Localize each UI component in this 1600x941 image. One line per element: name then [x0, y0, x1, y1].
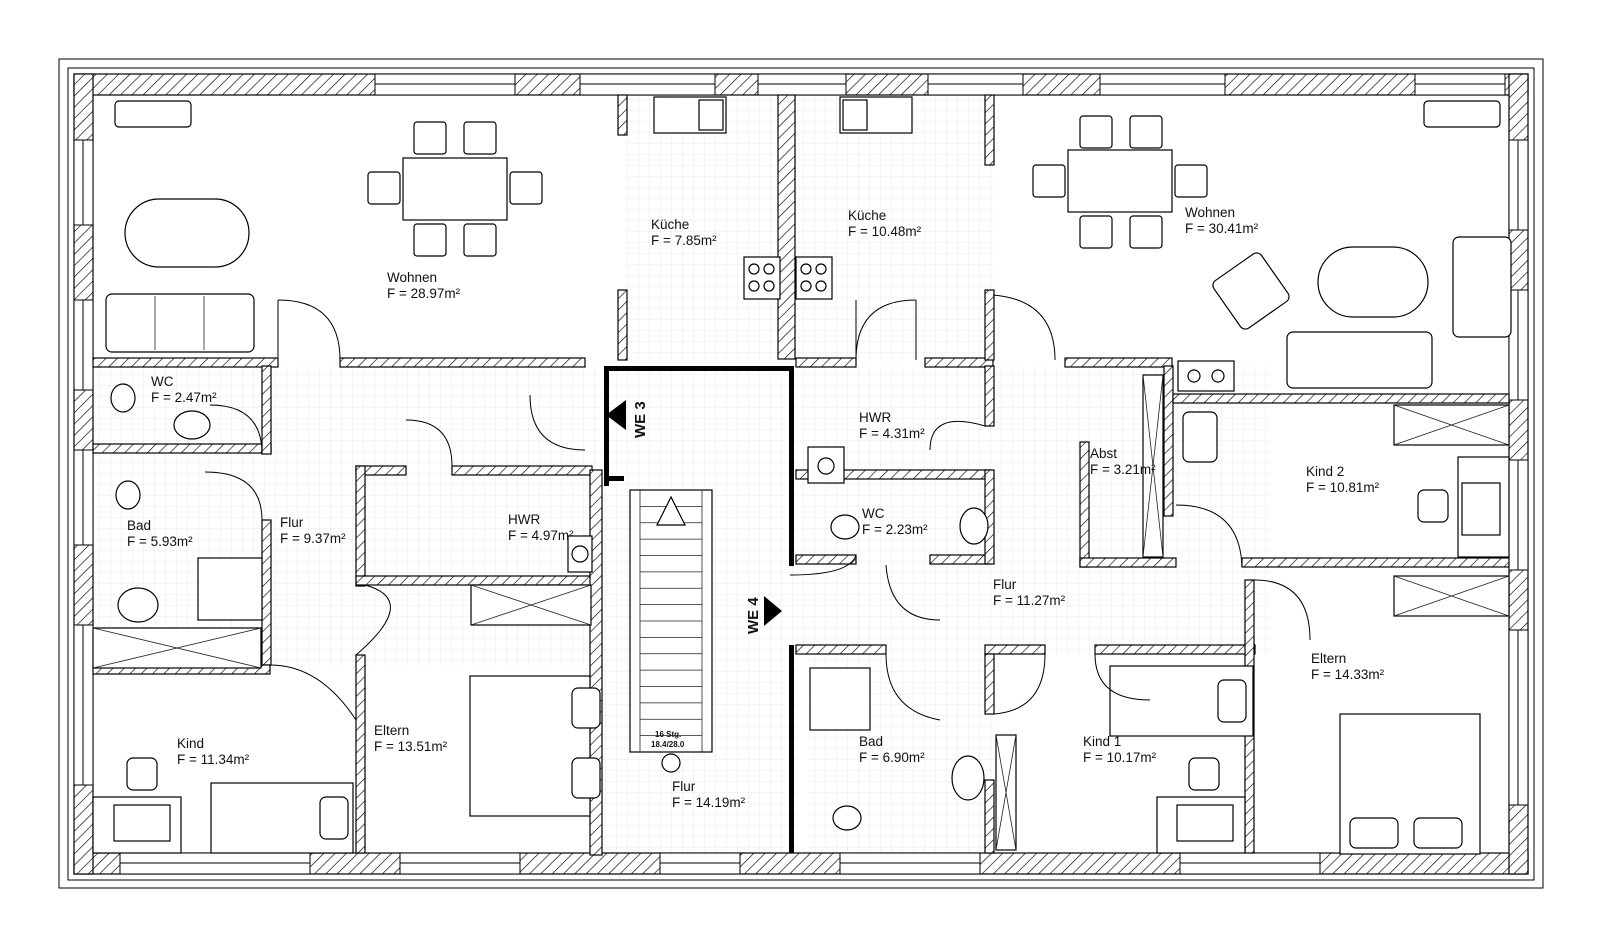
- staircase: 16 Stg. 18.4/28.0: [629, 489, 713, 773]
- room-name-eltern-left: Eltern: [374, 723, 409, 738]
- doors: [204, 294, 1311, 721]
- room-area-kueche-left: F = 7.85m²: [651, 233, 717, 248]
- room-name-kind-left: Kind: [177, 736, 204, 751]
- sink-wc-right: [959, 507, 989, 545]
- toilet-wc-right: [830, 514, 860, 540]
- stove-right: [795, 256, 833, 300]
- sink-bad-left: [117, 587, 159, 623]
- room-area-hwr-left: F = 4.97m²: [508, 528, 574, 543]
- room-area-bad-left: F = 5.93m²: [127, 534, 193, 549]
- room-area-kind-left: F = 11.34m²: [177, 752, 250, 767]
- armchair-right: [1212, 252, 1290, 330]
- sink-bad-right: [951, 755, 985, 801]
- chair-kind-left: [126, 757, 158, 791]
- building-outline: [67, 67, 1535, 881]
- tiled-floors: [93, 95, 1270, 856]
- stair-steps-label: 16 Stg.: [655, 730, 681, 739]
- hwr-left-tiles: [364, 476, 592, 576]
- site-frame: [58, 58, 1544, 889]
- room-area-kind1: F = 10.17m²: [1083, 750, 1157, 765]
- room-labels: Wohnen F = 28.97m² Küche F = 7.85m² Küch…: [127, 205, 1385, 810]
- shower-bad-right: [809, 667, 871, 731]
- kitchen-right-tiles: [795, 95, 993, 359]
- room-area-eltern-right: F = 14.33m²: [1311, 667, 1385, 682]
- stair-dims-label: 18.4/28.0: [651, 740, 685, 749]
- room-name-flur-stair: Flur: [672, 779, 696, 794]
- room-name-eltern-right: Eltern: [1311, 651, 1346, 666]
- room-name-wohnen-left: Wohnen: [387, 270, 437, 285]
- room-name-wc-right: WC: [862, 506, 885, 521]
- room-area-hwr-right: F = 4.31m²: [859, 426, 925, 441]
- sofa-right-bottom: [1286, 331, 1433, 389]
- we4-arrow-icon: [764, 596, 782, 626]
- room-name-bad-right: Bad: [859, 734, 883, 749]
- coffee-table-left: [124, 198, 250, 268]
- room-name-abst: Abst: [1090, 446, 1117, 461]
- stair-start-circle: [661, 753, 681, 773]
- chair-kind2: [1417, 489, 1449, 523]
- kitchen-left-tiles: [626, 95, 786, 359]
- bed-eltern-left: [469, 675, 591, 817]
- room-name-kind1: Kind 1: [1083, 734, 1121, 749]
- wardrobes: [92, 374, 1510, 851]
- dining-table-left: [402, 157, 508, 221]
- sink-wc-left: [173, 410, 211, 440]
- tv-right: [1423, 100, 1501, 128]
- room-name-flur-left: Flur: [280, 515, 304, 530]
- we4-label: WE 4: [745, 597, 762, 634]
- tv-left: [114, 100, 192, 128]
- we3-arrow-icon: [606, 400, 626, 430]
- room-name-wc-left: WC: [151, 374, 174, 389]
- room-area-wohnen-left: F = 28.97m²: [387, 286, 461, 301]
- sofa-right-side: [1452, 236, 1512, 338]
- toilet-bad-left: [115, 480, 141, 510]
- dining-chairs-left: [367, 121, 543, 257]
- room-area-flur-left: F = 9.37m²: [280, 531, 346, 546]
- room-area-abst: F = 3.21m²: [1090, 462, 1156, 477]
- stove-left: [743, 256, 781, 300]
- room-area-flur-right: F = 11.27m²: [993, 593, 1066, 608]
- room-area-wc-right: F = 2.23m²: [862, 522, 928, 537]
- furniture: [92, 96, 1512, 855]
- bed-kind-left: [210, 782, 354, 854]
- room-area-kueche-right: F = 10.48m²: [848, 224, 922, 239]
- room-name-kueche-right: Küche: [848, 208, 886, 223]
- room-area-flur-stair: F = 14.19m²: [672, 795, 746, 810]
- unit-marker-we3: WE 3: [606, 400, 649, 438]
- room-area-eltern-left: F = 13.51m²: [374, 739, 448, 754]
- room-name-flur-right: Flur: [993, 577, 1017, 592]
- shower-bad-left: [197, 557, 263, 621]
- dining-table-right: [1067, 149, 1173, 213]
- chair-kind1: [1188, 757, 1220, 791]
- room-area-wohnen-right: F = 30.41m²: [1185, 221, 1259, 236]
- room-name-kueche-left: Küche: [651, 217, 689, 232]
- room-area-kind2: F = 10.81m²: [1306, 480, 1380, 495]
- coffee-table-right: [1317, 246, 1429, 318]
- outer-walls: [73, 73, 1529, 875]
- room-area-wc-left: F = 2.47m²: [151, 390, 217, 405]
- sink-kind2: [1182, 411, 1218, 463]
- room-name-hwr-left: HWR: [508, 512, 540, 527]
- interior-walls: [92, 94, 1510, 856]
- room-area-bad-right: F = 6.90m²: [859, 750, 925, 765]
- stair-arrow-icon: [656, 495, 686, 526]
- toilet-wc-left: [110, 383, 136, 413]
- toilet-bad-right: [832, 805, 862, 831]
- hob-abst: [1177, 360, 1235, 392]
- room-name-bad-left: Bad: [127, 518, 151, 533]
- we3-label: WE 3: [632, 401, 649, 438]
- unit-marker-we4: WE 4: [745, 596, 782, 634]
- sofa-left: [105, 293, 255, 353]
- room-name-wohnen-right: Wohnen: [1185, 205, 1235, 220]
- room-name-kind2: Kind 2: [1306, 464, 1344, 479]
- room-name-hwr-right: HWR: [859, 410, 891, 425]
